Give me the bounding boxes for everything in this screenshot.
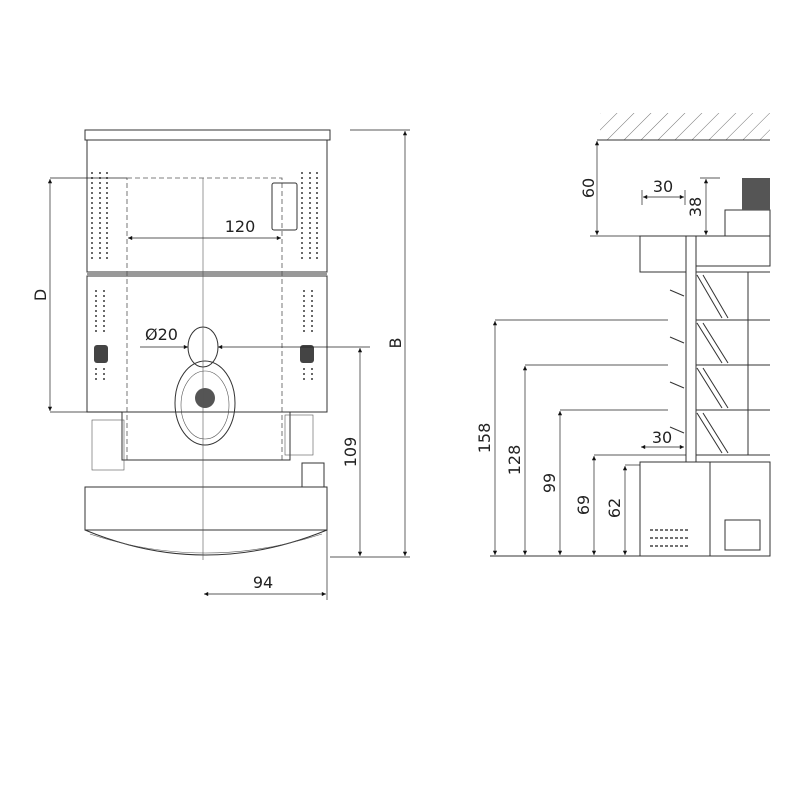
dim-30-shelf-label: 30 <box>652 428 672 447</box>
vent-grilles <box>91 172 318 382</box>
dim-b-label: B <box>386 338 405 349</box>
dim-158-label: 158 <box>475 423 494 454</box>
plug-icon <box>300 345 314 363</box>
dim-120-label: 120 <box>225 217 256 236</box>
side-view <box>490 113 771 557</box>
motor-icon <box>742 178 770 210</box>
dim-109-label: 109 <box>341 437 360 468</box>
fan-icon <box>195 388 215 408</box>
dim-99-label: 99 <box>540 473 559 493</box>
dim-38-label: 38 <box>686 197 705 217</box>
plug-icon <box>94 345 108 363</box>
dim-69-label: 69 <box>574 495 593 515</box>
dim-128-label: 128 <box>505 445 524 476</box>
ceiling-hatch <box>600 113 770 140</box>
front-view <box>84 129 331 560</box>
dim-62-label: 62 <box>605 498 624 518</box>
dim-diameter-label: Ø20 <box>145 325 178 344</box>
dim-30-top-label: 30 <box>653 177 673 196</box>
front-dimensions: D B 120 Ø20 109 94 <box>31 129 410 600</box>
dim-94-label: 94 <box>253 573 273 592</box>
dim-d-label: D <box>31 289 50 301</box>
fan-housing <box>174 360 236 446</box>
side-dimensions: 60 30 38 30 158 128 99 69 62 <box>475 141 720 556</box>
control-box <box>271 182 298 231</box>
dim-60-label: 60 <box>579 178 598 198</box>
